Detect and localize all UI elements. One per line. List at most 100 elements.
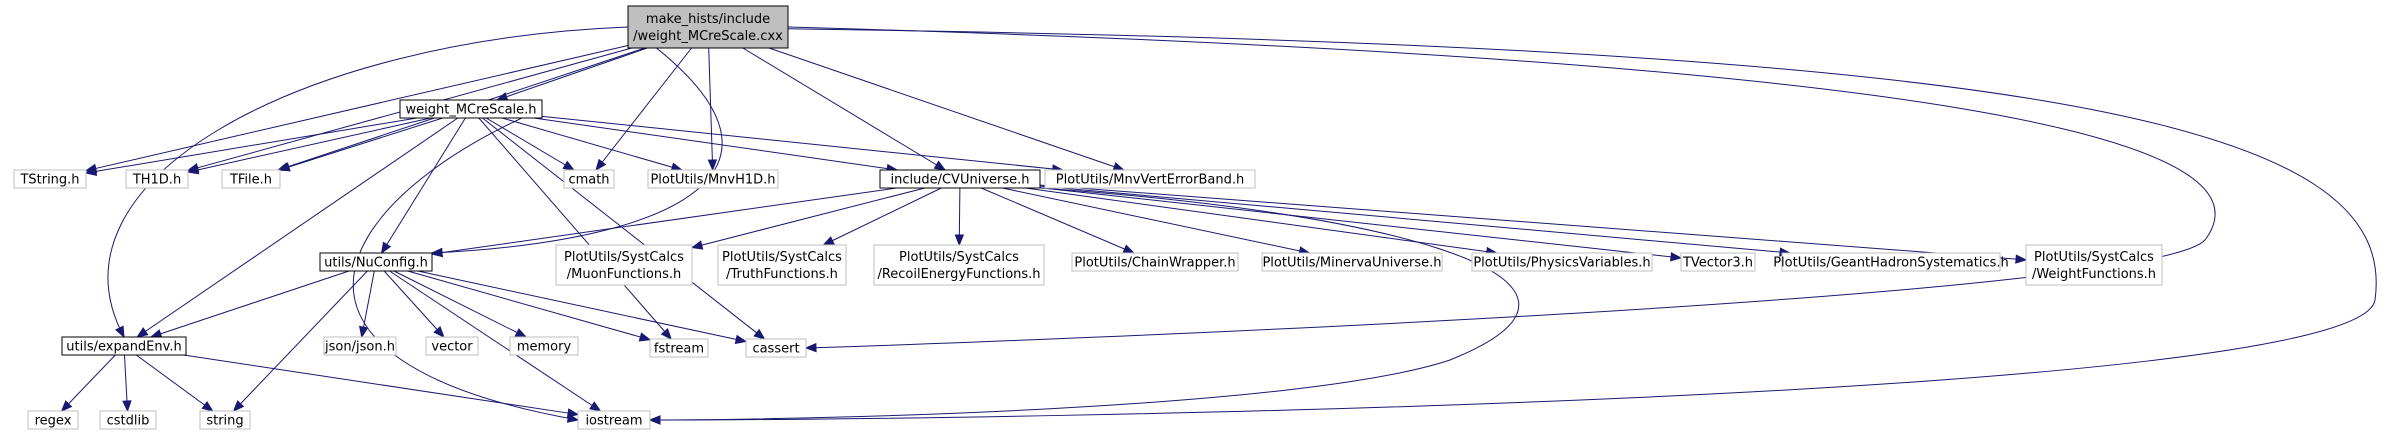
node-iostream: iostream [577, 410, 651, 430]
arrowhead-root-to-cmath [595, 158, 607, 172]
edge-cvuniverse-to-minervauniverse [1002, 187, 1310, 254]
edge-weight_h-to-fstream [478, 117, 672, 340]
arrowhead-cvuniverse-to-muonfunc [690, 240, 704, 250]
arrowhead-root-to-mnvvert [1112, 162, 1126, 172]
node-label-muonfunc: /MuonFunctions.h [567, 267, 681, 282]
node-vector: vector [425, 336, 479, 356]
edge-cvuniverse-to-geanthadron [1039, 185, 1791, 254]
edge-weight_h-to-tstring [85, 117, 417, 174]
edge-cvuniverse-to-truthfunc [823, 187, 942, 246]
arrowhead-nuconfig-to-fstream [638, 332, 652, 342]
node-box-physicsvars [1471, 252, 1653, 272]
file-nodes: make_hists/include/weight_MCreScale.cxxw… [13, 5, 2163, 430]
edge-weight_h-to-cvuniverse [533, 117, 898, 171]
edge-cvuniverse-to-weightfunc [1039, 184, 2027, 261]
node-muonfunc: PlotUtils/SystCalcs/MuonFunctions.h [555, 244, 693, 286]
dependency-edges [60, 26, 2377, 425]
node-label-vector: vector [431, 340, 473, 355]
edge-weight_h-to-mnvvert [541, 115, 1063, 171]
node-mnvvert: PlotUtils/MnvVertErrorBand.h [1044, 169, 1256, 189]
node-box-jsonh [323, 336, 397, 356]
edge-cvuniverse-to-nuconfig [431, 187, 897, 255]
edge-weight_h-to-expandenv [136, 117, 459, 338]
node-box-chainwrapper [1071, 252, 1239, 272]
arrowhead-cvuniverse-to-iostream [648, 415, 661, 425]
edge-root-to-mnvvert [768, 47, 1124, 171]
node-cassert: cassert [745, 338, 807, 358]
arrowhead-nuconfig-to-iostream [589, 401, 602, 412]
edge-nuconfig-to-jsonh [361, 270, 375, 338]
edge-weight_h-to-cassert [482, 117, 765, 340]
edge-root-to-tstring [85, 44, 629, 172]
node-th1d: TH1D.h [125, 169, 189, 189]
node-minervauniverse: PlotUtils/MinervaUniverse.h [1261, 252, 1443, 272]
node-cstdlib: cstdlib [99, 410, 157, 430]
arrowhead-weight_h-to-fstream [660, 327, 673, 341]
node-label-jsonh: json/json.h [324, 340, 395, 355]
edge-root-to-cvuniverse [742, 47, 946, 171]
node-string: string [199, 410, 251, 430]
edge-nuconfig-to-memory [393, 270, 527, 338]
edge-expandenv-to-iostream [183, 354, 579, 416]
node-label-cstdlib: cstdlib [107, 414, 150, 429]
node-box-cvuniverse [879, 169, 1041, 189]
arrowhead-expandenv-to-string [201, 400, 214, 412]
node-box-string [199, 410, 251, 430]
arrowhead-root-to-cassert [804, 342, 817, 353]
node-box-nuconfig [319, 252, 433, 272]
node-label-geanthadron: PlotUtils/GeantHadronSystematics.h [1773, 256, 2009, 271]
node-jsonh: json/json.h [323, 336, 397, 356]
arrowhead-root-to-cvuniverse [933, 160, 947, 171]
edge-expandenv-to-string [135, 354, 214, 412]
node-box-iostream [577, 410, 651, 430]
arrowhead-expandenv-to-cstdlib [122, 400, 132, 413]
node-label-th1d: TH1D.h [132, 173, 181, 188]
node-root[interactable]: make_hists/include/weight_MCreScale.cxx [627, 5, 789, 49]
node-box-mnvvert [1044, 169, 1256, 189]
node-nuconfig[interactable]: utils/NuConfig.h [319, 252, 433, 272]
node-box-th1d [125, 169, 189, 189]
node-label-regex: regex [35, 414, 72, 429]
node-box-minervauniverse [1261, 252, 1443, 272]
arrowhead-weight_h-to-cassert [753, 328, 766, 340]
node-cvuniverse[interactable]: include/CVUniverse.h [879, 169, 1041, 189]
edge-cvuniverse-to-tvector3 [1039, 187, 1682, 259]
edge-nuconfig-to-iostream [389, 270, 601, 412]
edge-root-to-mnvh1d [708, 47, 714, 171]
node-label-truthfunc: /TruthFunctions.h [726, 267, 838, 282]
node-box-tstring [13, 169, 87, 189]
edge-root-to-iostream [627, 26, 2377, 421]
arrowhead-cvuniverse-to-nuconfig [430, 247, 444, 258]
node-label-tfile: TFile.h [229, 173, 272, 188]
node-label-cmath: cmath [568, 173, 609, 188]
node-expandenv[interactable]: utils/expandEnv.h [61, 336, 187, 356]
arrowhead-weight_h-to-tstring [84, 166, 98, 176]
node-label-root: make_hists/include [646, 12, 770, 27]
node-box-tvector3 [1680, 252, 1756, 272]
node-label-mnvvert: PlotUtils/MnvVertErrorBand.h [1056, 173, 1244, 188]
arrowhead-weight_h-to-expandenv [136, 327, 149, 338]
arrowhead-cvuniverse-to-weightfunc [2015, 254, 2028, 264]
node-box-truthfunc [717, 244, 847, 286]
edge-root-to-expandenv [107, 26, 629, 338]
arrowhead-cvuniverse-to-chainwrapper [1122, 244, 1136, 254]
edge-root-to-cassert [787, 26, 2216, 349]
node-label-iostream: iostream [585, 414, 642, 429]
node-box-weightfunc [2025, 244, 2163, 286]
node-weightfunc: PlotUtils/SystCalcs/WeightFunctions.h [2025, 244, 2163, 286]
node-box-recoilfunc [873, 244, 1045, 286]
node-label-string: string [206, 414, 243, 429]
node-label-physicsvars: PlotUtils/PhysicsVariables.h [1473, 256, 1650, 271]
node-box-memory [509, 336, 579, 356]
node-label-weightfunc: PlotUtils/SystCalcs [2034, 250, 2154, 265]
arrowhead-nuconfig-to-string [232, 400, 245, 412]
node-recoilfunc: PlotUtils/SystCalcs/RecoilEnergyFunction… [873, 244, 1045, 286]
node-label-tstring: TString.h [19, 173, 79, 188]
edge-weight_h-to-nuconfig [381, 117, 466, 254]
node-label-mnvh1d: PlotUtils/MnvH1D.h [650, 173, 775, 188]
node-label-cassert: cassert [752, 342, 799, 357]
edge-nuconfig-to-expandenv [150, 270, 350, 338]
edge-weight_h-to-th1d [187, 117, 431, 173]
node-weight_h[interactable]: weight_MCreScale.h [399, 99, 543, 119]
arrowhead-nuconfig-to-vector [433, 326, 445, 338]
